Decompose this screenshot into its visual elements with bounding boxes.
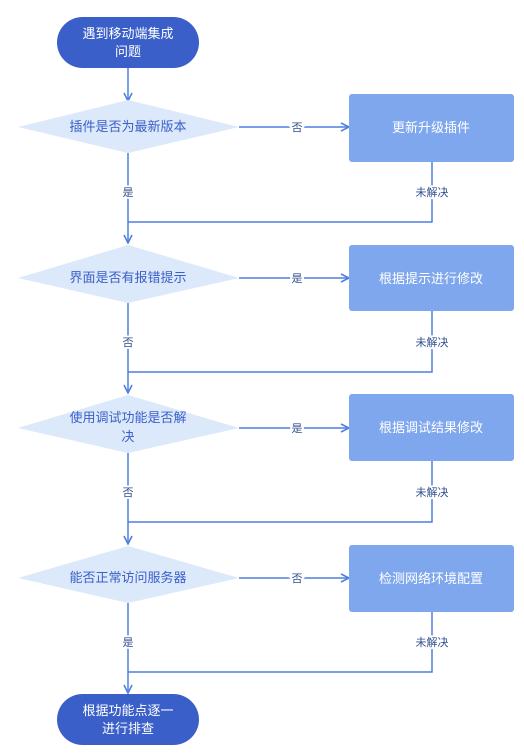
start-label-line-1: 遇到移动端集成 <box>82 26 173 42</box>
decision-3-label-line-2: 决 <box>121 430 134 445</box>
end-label-line-1: 根据功能点逐一 <box>82 704 173 719</box>
action-2-return-connector <box>128 311 433 373</box>
decision-4-side-label: 否 <box>292 572 303 585</box>
decision-3: 使用调试功能是否解 决 <box>18 395 239 453</box>
decision-2-label: 界面是否有报错提示 <box>69 270 186 286</box>
action-4-return-label: 未解决 <box>416 635 449 649</box>
action-1-return-label: 未解决 <box>416 185 449 199</box>
decision-1-side-label: 否 <box>292 121 303 134</box>
action-2-return-label: 未解决 <box>416 335 449 349</box>
decision-1: 插件是否为最新版本 <box>18 100 239 153</box>
action-3: 根据调试结果修改 <box>349 394 514 461</box>
decision-1-down-label: 是 <box>123 186 134 199</box>
decision-3-label-line-1: 使用调试功能是否解 <box>69 410 186 426</box>
end-label-line-2: 进行排查 <box>102 722 154 737</box>
end-terminal: 根据功能点逐一 进行排查 <box>57 694 199 745</box>
decision-2-side-label: 是 <box>292 272 303 285</box>
decision-4: 能否正常访问服务器 <box>18 546 239 603</box>
decision-3-side-label: 是 <box>292 422 303 435</box>
decision-4-label: 能否正常访问服务器 <box>69 570 186 586</box>
decision-2-down-label: 否 <box>123 336 134 349</box>
start-label-line-2: 问题 <box>115 45 141 60</box>
action-1: 更新升级插件 <box>349 94 514 162</box>
decision-1-label: 插件是否为最新版本 <box>69 119 186 135</box>
action-4-return-connector <box>128 612 433 673</box>
action-3-return-connector <box>128 461 433 523</box>
decision-4-down-label: 是 <box>123 636 134 649</box>
action-2: 根据提示进行修改 <box>349 245 514 311</box>
action-2-label: 根据提示进行修改 <box>379 271 483 287</box>
action-1-return-connector <box>128 162 433 223</box>
start-terminal: 遇到移动端集成 问题 <box>57 17 199 68</box>
action-3-label: 根据调试结果修改 <box>379 421 483 436</box>
action-3-return-label: 未解决 <box>416 485 449 499</box>
action-4: 检测网络环境配置 <box>349 545 514 612</box>
action-1-label: 更新升级插件 <box>392 120 470 136</box>
decision-2: 界面是否有报错提示 <box>18 245 239 303</box>
decision-3-down-label: 否 <box>123 486 134 499</box>
action-4-label: 检测网络环境配置 <box>379 571 483 587</box>
